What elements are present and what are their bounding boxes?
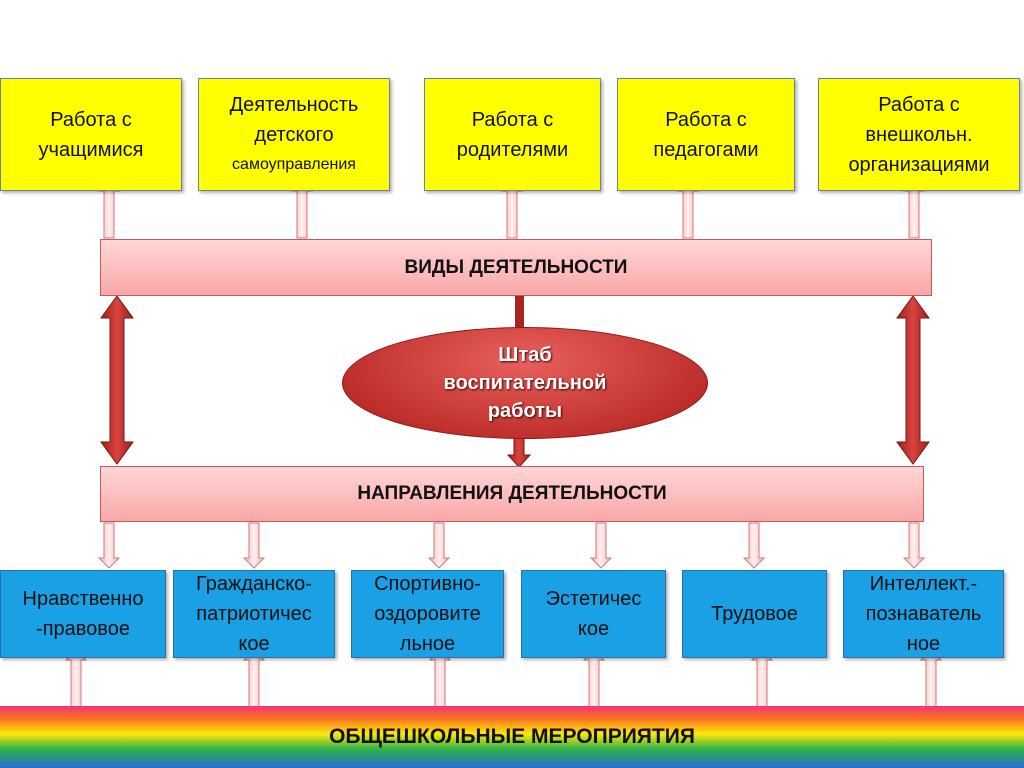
box-text: родителями <box>456 138 569 161</box>
arrow-up-icon <box>428 649 452 713</box>
box-text: Интеллект.- <box>869 573 978 595</box>
center-text: работы <box>487 400 563 422</box>
box-text: Работа с <box>665 108 747 131</box>
arrow-down-icon <box>242 522 266 569</box>
box-text: кое <box>577 618 610 640</box>
box-text: -правовое <box>36 618 130 640</box>
box-text: Спортивно- <box>374 573 481 595</box>
box-text: познаватель <box>865 603 982 625</box>
connector-line <box>515 296 524 332</box>
box-text: Нравственно <box>22 588 144 610</box>
arrow-up-icon <box>64 649 88 713</box>
arrow-up-icon <box>750 649 774 713</box>
box-text: детского <box>254 123 334 146</box>
arrow-down-icon <box>742 522 766 569</box>
box-text: кое <box>238 633 270 655</box>
activity-box-organizations: Работа с внешкольн. организациями <box>818 78 1020 191</box>
box-text: Трудовое <box>711 603 798 625</box>
box-text: внешкольн. <box>865 123 973 146</box>
double-arrow-icon <box>896 295 930 465</box>
direction-box-aesthetic: Эстетичес кое <box>521 570 666 658</box>
box-text: Деятельность <box>229 93 359 116</box>
arrow-down-icon <box>589 522 613 569</box>
double-arrow-icon <box>100 295 134 465</box>
activity-box-self-government: Деятельность детского самоуправления <box>198 78 390 191</box>
box-text: организациями <box>848 153 990 176</box>
directions-bar: НАПРАВЛЕНИЯ ДЕЯТЕЛЬНОСТИ <box>100 466 924 522</box>
direction-box-sport: Спортивно-оздоровите льное <box>351 570 504 658</box>
box-text: оздоровите <box>374 603 481 625</box>
box-text: Работа с <box>878 93 960 116</box>
center-text: Штаб <box>498 344 552 366</box>
box-text: ное <box>906 633 941 655</box>
box-text: патриотичес <box>196 603 312 625</box>
box-text: педагогами <box>653 138 759 161</box>
box-text: Работа с <box>50 108 132 131</box>
direction-box-labor: Трудовое <box>682 570 827 658</box>
arrow-up-icon <box>919 649 943 713</box>
box-text: льное <box>399 633 456 655</box>
box-text: Гражданско- <box>196 573 312 595</box>
activity-types-bar: ВИДЫ ДЕЯТЕЛЬНОСТИ <box>100 239 932 296</box>
box-text: Работа с <box>471 108 554 131</box>
direction-box-intellectual: Интеллект.- познаватель ное <box>843 570 1004 658</box>
center-text: воспитательной <box>443 372 607 394</box>
school-events-bar: ОБЩЕШКОЛЬНЫЕ МЕРОПРИЯТИЯ <box>0 706 1024 768</box>
bar-label: ОБЩЕШКОЛЬНЫЕ МЕРОПРИЯТИЯ <box>329 725 695 748</box>
arrow-up-icon <box>242 649 266 713</box>
bar-label: НАПРАВЛЕНИЯ ДЕЯТЕЛЬНОСТИ <box>357 483 667 504</box>
activity-box-parents: Работа с родителями <box>424 78 601 191</box>
arrow-up-icon <box>582 649 606 713</box>
box-text: учащимися <box>38 138 144 161</box>
direction-box-patriotic: Гражданско-патриотичес кое <box>173 570 335 658</box>
direction-box-moral: Нравственно -правовое <box>0 570 166 658</box>
box-text: Эстетичес <box>545 588 642 610</box>
bar-label: ВИДЫ ДЕЯТЕЛЬНОСТИ <box>404 256 628 278</box>
box-text: самоуправления <box>232 155 356 173</box>
activity-box-students: Работа с учащимися <box>0 78 182 191</box>
arrow-down-icon <box>902 522 926 569</box>
activity-box-teachers: Работа с педагогами <box>617 78 795 191</box>
center-headquarters-ellipse: Штаб воспитательной работы <box>342 327 708 439</box>
arrow-down-icon <box>97 522 121 569</box>
arrow-down-icon <box>427 522 451 569</box>
